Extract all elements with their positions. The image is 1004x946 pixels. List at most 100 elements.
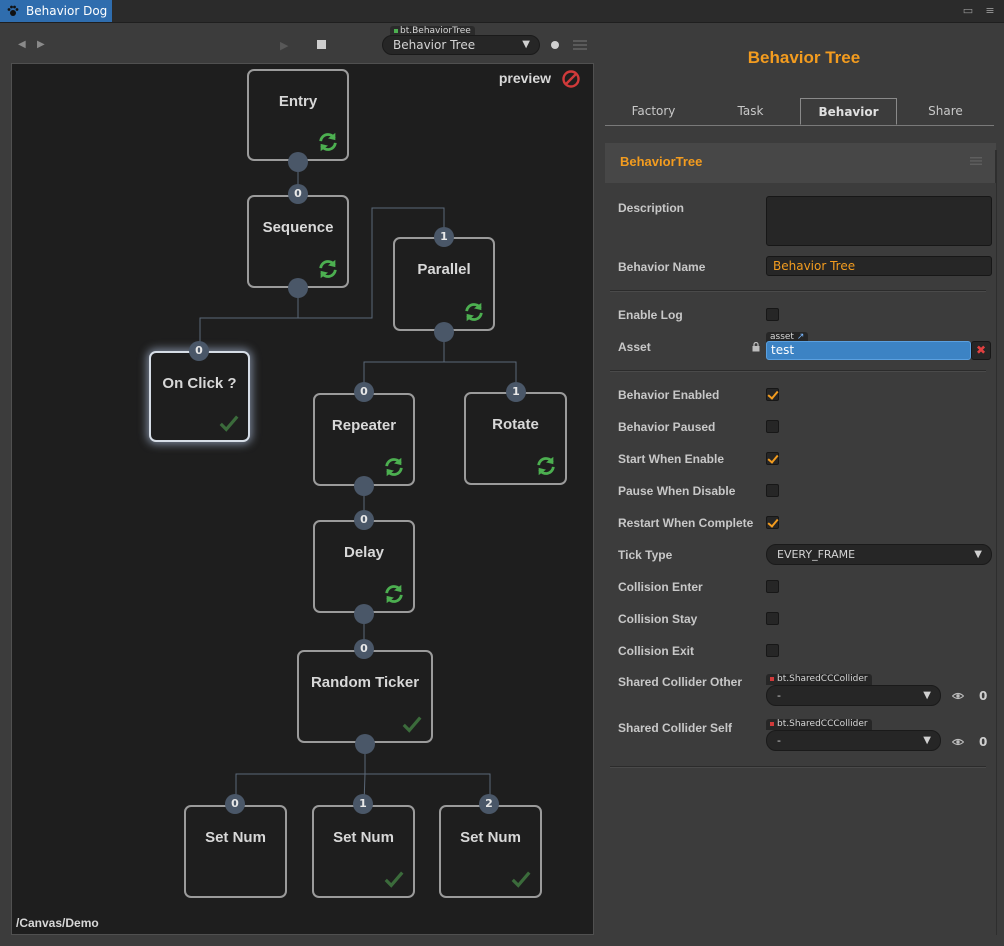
panel-tab[interactable]: Behavior Dog [0,0,112,22]
behavior-tree-canvas[interactable]: preview Entry Sequence 0 Parallel 1 On C… [11,63,594,935]
shared-collider-other-tag: bt.SharedCCCollider [766,674,872,685]
collision-stay-checkbox[interactable] [766,612,779,625]
back-arrow-icon[interactable]: ◀ [18,39,26,50]
preview-label: preview [498,70,551,86]
input-port[interactable]: 0 [225,794,245,814]
output-port[interactable] [354,604,374,624]
node-rotate[interactable]: Rotate [464,392,567,485]
tab-factory[interactable]: Factory [631,104,676,118]
tick-type-select[interactable]: EVERY_FRAME ▼ [766,544,992,565]
prohibited-icon[interactable] [561,69,581,89]
tab-share[interactable]: Share [928,104,963,118]
input-port[interactable]: 1 [506,382,526,402]
refresh-icon [385,457,403,477]
node-title: Set Num [333,829,394,846]
output-port[interactable] [354,476,374,496]
input-port[interactable]: 0 [354,639,374,659]
clear-asset-icon[interactable]: ✖ [971,341,991,360]
node-title: Rotate [492,416,539,433]
tree-select[interactable]: Behavior Tree ▼ [382,35,540,55]
play-icon[interactable]: ▶ [280,39,289,52]
restart-when-complete-label: Restart When Complete [618,516,754,530]
section-header[interactable]: BehaviorTree [605,143,996,183]
description-field[interactable] [766,196,992,246]
divider [610,370,986,371]
behavior-paused-checkbox[interactable] [766,420,779,433]
refresh-icon [319,132,337,152]
inspector-title: Behavior Tree [747,48,861,67]
tab-task[interactable]: Task [737,104,764,118]
collision-exit-checkbox[interactable] [766,644,779,657]
shared-collider-self-label: Shared Collider Self [618,721,733,735]
description-label: Description [618,201,685,215]
hamburger-icon[interactable] [970,157,982,165]
pause-when-disable-label: Pause When Disable [618,484,736,498]
collision-stay-label: Collision Stay [618,612,698,626]
behavior-name-field[interactable]: Behavior Tree [766,256,992,276]
node-set-num[interactable]: Set Num [312,805,415,898]
node-sequence[interactable]: Sequence [247,195,349,288]
shared-collider-other-select[interactable]: - ▼ [766,685,941,706]
output-port[interactable] [288,278,308,298]
output-port[interactable] [355,734,375,754]
asset-field[interactable]: test [766,341,971,360]
start-when-enable-checkbox[interactable] [766,452,779,465]
behavior-enabled-checkbox[interactable] [766,388,779,401]
restart-when-complete-checkbox[interactable] [766,516,779,529]
stop-icon[interactable] [317,40,326,49]
collision-enter-checkbox[interactable] [766,580,779,593]
node-set-num[interactable]: Set Num [439,805,542,898]
pause-when-disable-checkbox[interactable] [766,484,779,497]
inspector-tabs: Factory Task Behavior Share [605,98,994,126]
menu-icon[interactable]: ≡ [985,4,995,17]
chevron-down-icon: ▼ [974,549,982,560]
shared-collider-other-count: 0 [979,689,988,703]
check-icon [384,871,404,888]
tree-select-value: Behavior Tree [393,38,476,52]
input-port[interactable]: 2 [479,794,499,814]
input-port[interactable]: 0 [288,184,308,204]
input-port[interactable]: 1 [434,227,454,247]
output-port[interactable] [434,322,454,342]
refresh-icon [385,584,403,604]
shared-collider-self-value: - [777,734,781,747]
input-port[interactable]: 0 [354,510,374,530]
chevron-down-icon: ▼ [923,690,931,701]
hamburger-icon[interactable] [573,40,587,50]
eye-icon[interactable] [952,692,964,700]
shared-collider-other-label: Shared Collider Other [618,675,743,689]
node-delay[interactable]: Delay [313,520,415,613]
node-title: Set Num [460,829,521,846]
node-parallel[interactable]: Parallel [393,237,495,331]
node-title: Random Ticker [310,674,420,691]
enable-log-label: Enable Log [618,308,683,322]
refresh-icon [465,302,483,322]
tree-type-tag: bt.BehaviorTree [390,26,475,36]
external-link-icon[interactable]: ↗ [796,332,805,342]
node-random-ticker[interactable]: Random Ticker [297,650,433,743]
collision-exit-label: Collision Exit [618,644,695,658]
record-dot-icon[interactable] [551,41,559,49]
shared-collider-self-select[interactable]: - ▼ [766,730,941,751]
shared-collider-self-tag: bt.SharedCCCollider [766,719,872,730]
refresh-icon [537,456,555,476]
input-port[interactable]: 0 [354,382,374,402]
check-icon [219,415,239,432]
node-on-click[interactable]: On Click ? [149,351,250,442]
eye-icon[interactable] [952,738,964,746]
divider [610,290,986,291]
panel-tab-label: Behavior Dog [26,4,108,18]
scrollbar[interactable] [995,150,997,935]
enable-log-checkbox[interactable] [766,308,779,321]
tab-behavior[interactable]: Behavior [800,98,897,125]
input-port[interactable]: 0 [189,341,209,361]
start-when-enable-label: Start When Enable [618,452,725,466]
node-repeater[interactable]: Repeater [313,393,415,486]
restore-icon[interactable]: ▭ [962,4,974,17]
node-set-num[interactable]: Set Num [184,805,287,898]
input-port[interactable]: 1 [353,794,373,814]
forward-arrow-icon[interactable]: ▶ [37,39,45,50]
node-entry[interactable]: Entry [247,69,349,161]
output-port[interactable] [288,152,308,172]
paw-icon [7,5,19,16]
